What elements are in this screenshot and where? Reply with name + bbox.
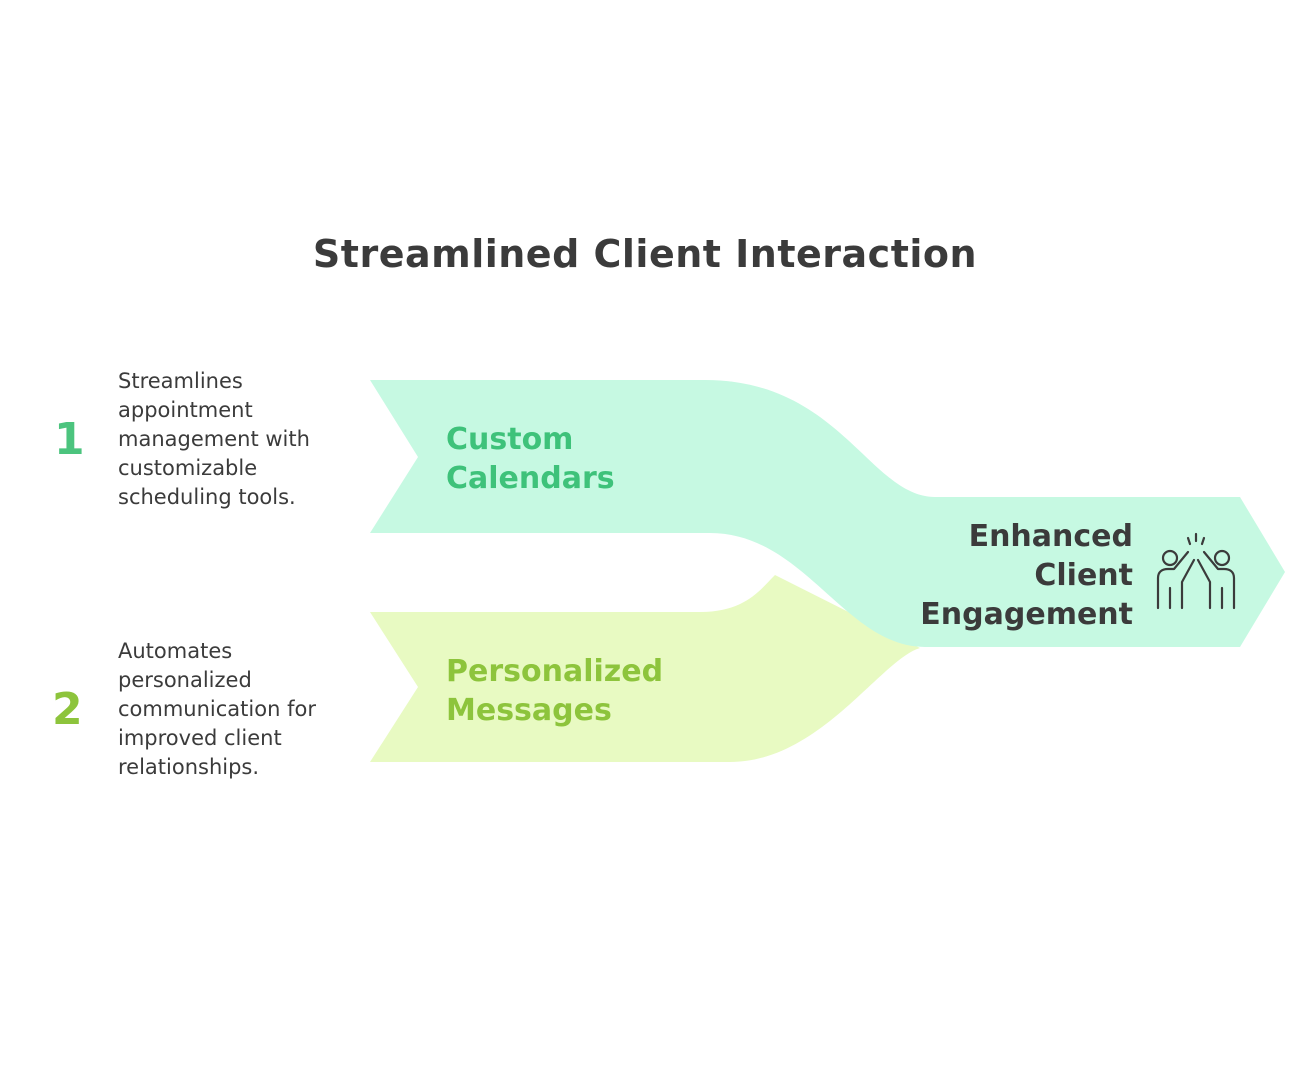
branch-label-line: Custom [446, 422, 574, 457]
branch-label-line: Calendars [446, 461, 615, 496]
result-label-line: Enhanced [968, 519, 1133, 554]
result-label-line: Client [1034, 558, 1133, 593]
step-description-1: Streamlines appointment management with … [118, 369, 310, 509]
branch-label-line: Personalized [446, 654, 664, 689]
step-number-1: 1 [54, 414, 85, 465]
page-title: Streamlined Client Interaction [312, 232, 978, 276]
branch-personalized-messages [370, 575, 920, 762]
result-label-line: Engagement [920, 597, 1133, 632]
branch-label-line: Messages [446, 693, 612, 728]
result-label: Enhanced Client Engagement [900, 517, 1133, 634]
branch-label-custom-calendars: Custom Calendars [446, 420, 615, 498]
branch-custom-calendars [370, 380, 1285, 647]
high-five-icon [1156, 532, 1236, 610]
step-description-2: Automates personalized communication for… [118, 639, 316, 779]
branch-label-personalized-messages: Personalized Messages [446, 652, 663, 730]
step-number-2: 2 [52, 684, 83, 735]
